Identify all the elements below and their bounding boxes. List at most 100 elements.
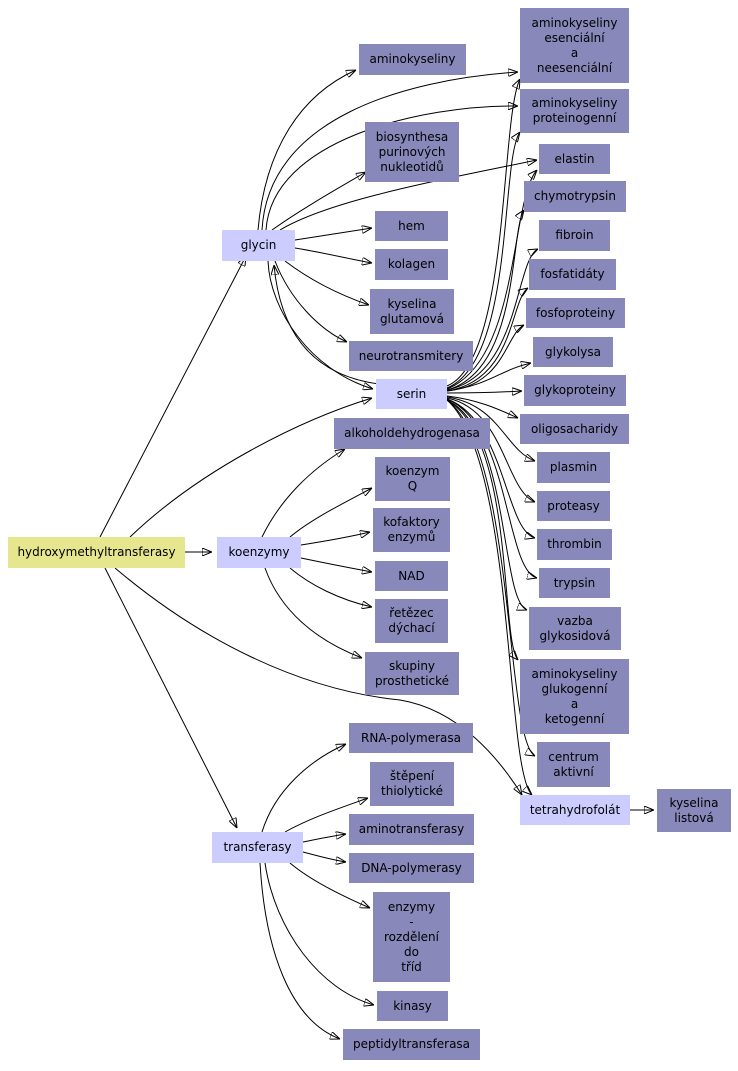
node-label: transferasy [223, 840, 292, 854]
node-label: glycin [240, 238, 277, 252]
node-kyselina-listova[interactable]: kyselina listová [657, 789, 731, 832]
node-label: aminokyseliny esenciální a neesenciální [531, 15, 618, 75]
node-label: serin [396, 386, 427, 401]
node-glykoproteiny[interactable]: glykoproteiny [524, 375, 626, 406]
node-fibroin[interactable]: fibroin [539, 220, 610, 251]
e-serin-glykolysa [446, 363, 531, 392]
node-peptidyltransferasa[interactable]: peptidyltransferasa [343, 1029, 480, 1060]
node-tetrahydrofolat[interactable]: tetrahydrofolát [520, 795, 630, 825]
node-trypsin[interactable]: trypsin [539, 568, 610, 598]
e-transferasy-enzymy [289, 862, 370, 908]
e-transferasy-kinasy [264, 862, 374, 1005]
node-transferasy[interactable]: transferasy [212, 832, 303, 863]
node-label: enzymy - rozdělení do tříd [384, 899, 439, 974]
node-aminokyseliny-glukogenni[interactable]: aminokyseliny glukogenní a ketogenní [520, 659, 629, 734]
node-chymotrypsin[interactable]: chymotrypsin [524, 181, 626, 212]
e-glycin-glutamova [284, 260, 369, 305]
node-label: DNA-polymerasy [361, 860, 462, 875]
node-kofaktory[interactable]: kofaktory enzymů [373, 508, 450, 552]
node-hem[interactable]: hem [375, 211, 448, 241]
node-dna-polymerasy[interactable]: DNA-polymerasy [349, 853, 474, 883]
node-serin[interactable]: serin [376, 379, 447, 409]
e-transferasy-rna [261, 744, 346, 833]
e-glycin-serin [267, 260, 373, 389]
node-aminokyseliny-esencialni[interactable]: aminokyseliny esenciální a neesenciální [520, 8, 629, 83]
node-aminokyseliny-proteinogenni[interactable]: aminokyseliny proteinogenní [520, 89, 629, 133]
e-koenzymy-kofaktory [300, 532, 370, 546]
node-glycin[interactable]: glycin [222, 230, 295, 261]
node-alkoholdehydrogenasa[interactable]: alkoholdehydrogenasa [334, 418, 490, 449]
node-skupiny[interactable]: skupiny prosthetické [365, 652, 459, 695]
node-vazba[interactable]: vazba glykosidová [529, 607, 621, 650]
e-serin-thrombin [446, 398, 535, 538]
node-label: vazba glykosidová [539, 613, 611, 643]
node-nad[interactable]: NAD [375, 561, 448, 591]
node-aminokyseliny[interactable]: aminokyseliny [359, 44, 466, 75]
e-serin-fibroin [446, 249, 538, 391]
node-kinasy[interactable]: kinasy [377, 991, 448, 1021]
node-label: oligosacharidy [530, 421, 619, 436]
node-koenzym-q[interactable]: koenzym Q [375, 457, 450, 501]
node-label: alkoholdehydrogenasa [344, 426, 480, 440]
e-koenzymy-retezec [289, 567, 372, 607]
node-label: koenzymy [228, 545, 290, 559]
node-label: neurotransmitery [358, 348, 464, 363]
node-label: peptidyltransferasa [352, 1037, 471, 1051]
node-label: fibroin [555, 228, 594, 242]
node-label: fosfoproteiny [535, 305, 616, 320]
e-glycin-esencialni [261, 72, 518, 231]
e-koenzymy-alkohol [261, 449, 345, 538]
e-transferasy-peptidyl [259, 862, 340, 1039]
node-elastin[interactable]: elastin [539, 144, 610, 174]
node-label: NAD [398, 568, 425, 583]
node-label: tetrahydrofolát [529, 802, 621, 817]
e-serin-chymotrypsin [446, 210, 524, 391]
node-kyselina-glutamova[interactable]: kyselina glutamová [370, 289, 454, 334]
node-label: štěpení thiolytické [381, 769, 443, 798]
node-fosfatidaty[interactable]: fosfatidáty [529, 259, 616, 290]
node-label: skupiny prosthetické [374, 658, 450, 688]
node-label: aminotransferasy [358, 822, 465, 836]
node-rna-polymerasa[interactable]: RNA-polymerasa [349, 723, 473, 753]
node-label: koenzym Q [385, 464, 440, 493]
node-label: proteasy [547, 498, 600, 513]
node-koenzymy[interactable]: koenzymy [217, 537, 301, 568]
e-serin-glycin [274, 265, 380, 385]
node-centrum[interactable]: centrum aktivní [537, 742, 610, 787]
node-label: kyselina listová [669, 795, 719, 825]
node-oligosacharidy[interactable]: oligosacharidy [520, 414, 629, 444]
node-aminotransferasy[interactable]: aminotransferasy [349, 814, 474, 845]
node-enzymy[interactable]: enzymy - rozdělení do tříd [373, 892, 450, 982]
e-koenzymy-skupiny [264, 567, 362, 658]
node-proteasy[interactable]: proteasy [537, 491, 610, 521]
e-transferasy-stepeni [284, 798, 368, 833]
node-thrombin[interactable]: thrombin [537, 529, 612, 560]
node-label: glykolysa [545, 344, 601, 359]
node-label: plasmin [549, 460, 598, 474]
e-serin-oligosacharidy [446, 395, 518, 418]
e-hmt-glycin [99, 256, 246, 538]
node-label: chymotrypsin [534, 189, 616, 203]
e-koenzymy-koenzymq [289, 488, 372, 538]
node-label: kolagen [387, 257, 436, 271]
node-label: řetězec dýchací [388, 606, 435, 635]
node-label: elastin [554, 151, 595, 166]
node-biosynthesa[interactable]: biosynthesa purinových nukleotidů [365, 122, 459, 182]
node-label: aminokyseliny proteinogenní [531, 96, 618, 125]
node-retezec[interactable]: řetězec dýchací [375, 599, 448, 643]
node-hydroxymethyltransferasy[interactable]: hydroxymethyltransferasy [8, 537, 185, 568]
node-stepeni[interactable]: štěpení thiolytické [370, 762, 454, 806]
node-label: aminokyseliny [369, 52, 456, 66]
node-kolagen[interactable]: kolagen [375, 249, 448, 280]
node-label: fosfatidáty [540, 267, 605, 281]
e-hmt-thf [114, 567, 522, 795]
node-plasmin[interactable]: plasmin [537, 452, 610, 483]
e-hmt-serin [129, 398, 372, 538]
node-neurotransmitery[interactable]: neurotransmitery [349, 341, 473, 371]
e-serin-plasmin [446, 396, 535, 461]
node-label: thrombin [547, 537, 602, 551]
node-glykolysa[interactable]: glykolysa [533, 337, 613, 367]
e-transferasy-aminotransferasy [302, 834, 346, 843]
node-fosfoproteiny[interactable]: fosfoproteiny [526, 298, 625, 328]
